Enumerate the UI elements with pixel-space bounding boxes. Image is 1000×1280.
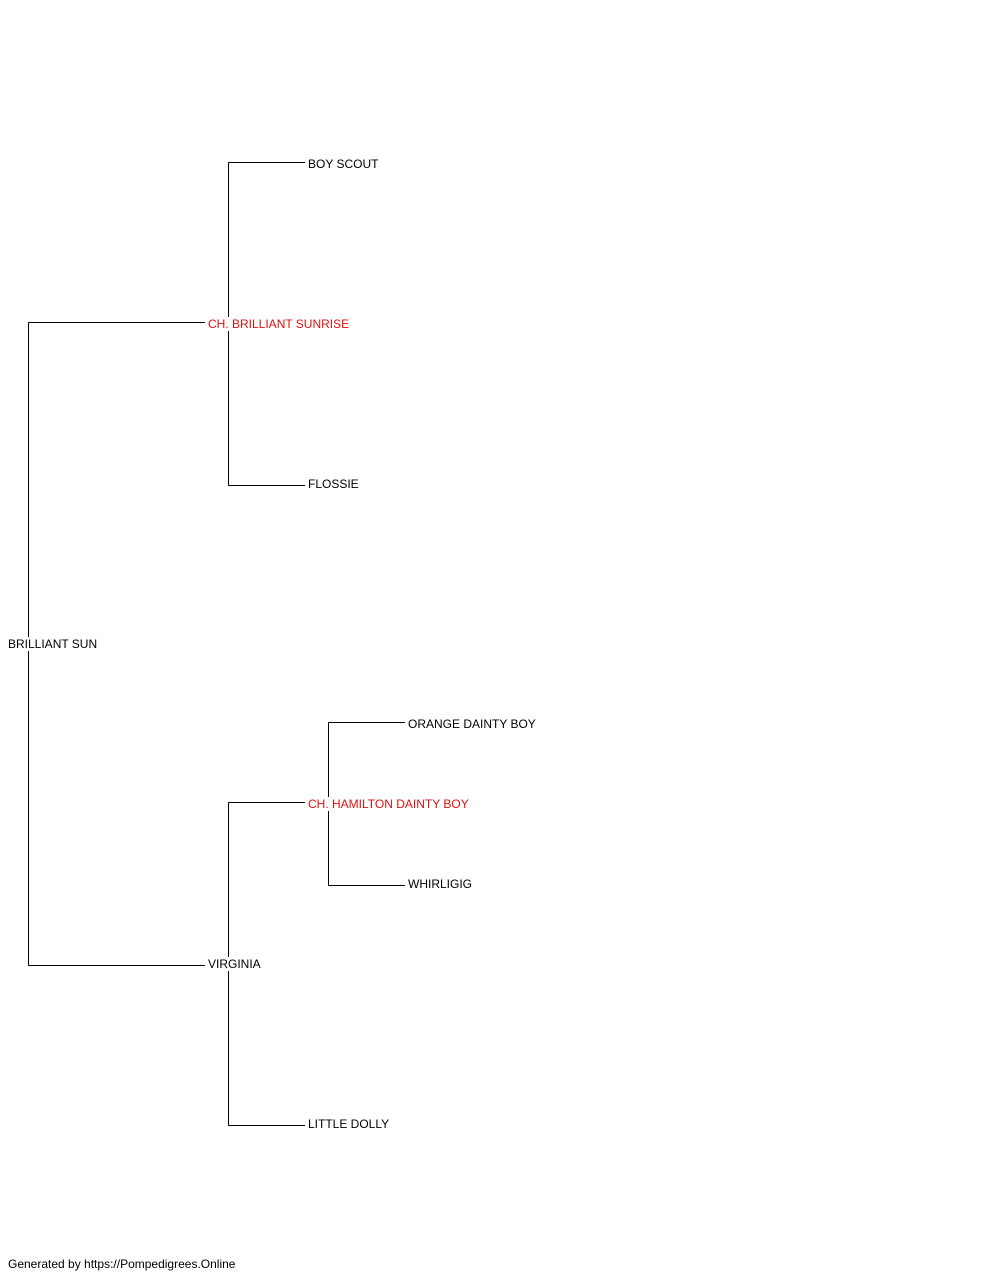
dam-sire-dam-name: WHIRLIGIG (406, 877, 475, 891)
dam-name: VIRGINIA (206, 957, 263, 971)
sire-name: CH. BRILLIANT SUNRISE (206, 317, 352, 331)
dam-sire-name: CH. HAMILTON DAINTY BOY (306, 797, 471, 811)
dam-sire-sire-name: ORANGE DAINTY BOY (406, 717, 538, 731)
sire-sire-name: BOY SCOUT (306, 157, 381, 171)
sire-dam-name: FLOSSIE (306, 477, 361, 491)
subject-name: BRILLIANT SUN (6, 637, 100, 651)
dam-dam-name: LITTLE DOLLY (306, 1117, 392, 1131)
footer-credit: Generated by https://Pompedigrees.Online (8, 1257, 236, 1271)
